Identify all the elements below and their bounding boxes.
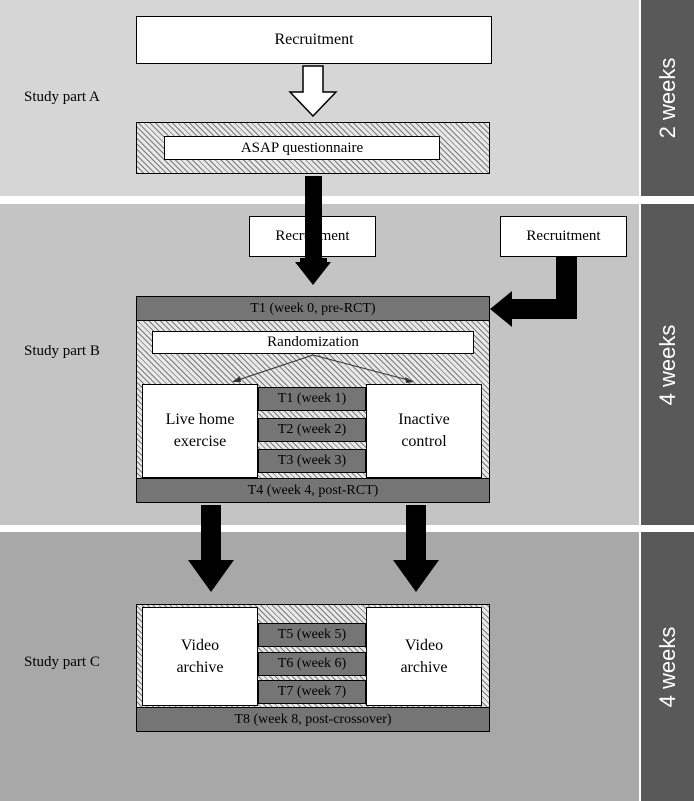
- hollow-arrow-down-icon: [288, 65, 338, 118]
- random-arrowhead-left-icon: [232, 376, 241, 382]
- arm-inactive-control-label: Inactive control: [398, 411, 450, 450]
- recruitment-box-a: Recruitment: [136, 16, 492, 64]
- study-part-c-label: Study part C: [24, 654, 100, 670]
- study-part-b-label: Study part B: [24, 343, 100, 359]
- arrow-stem-questionnaire: [305, 176, 322, 258]
- arrow-stem-left-b-to-c: [201, 505, 221, 560]
- week-bar-c-6: T6 (week 6): [258, 652, 366, 676]
- randomization-box: Randomization: [152, 331, 474, 354]
- arrow-stem-right-b-to-c: [406, 505, 426, 560]
- week-bar-b-2: T2 (week 2): [258, 418, 366, 442]
- t1-pre-rct-bar: T1 (week 0, pre-RCT): [136, 296, 490, 321]
- arm-live-home-exercise-label: Live home exercise: [165, 411, 235, 450]
- week-bar-c-7: T7 (week 7): [258, 680, 366, 704]
- week-bar-c-5: T5 (week 5): [258, 623, 366, 647]
- week-bar-b-3: T3 (week 3): [258, 449, 366, 473]
- study-part-a-label: Study part A: [24, 89, 100, 105]
- t8-post-crossover-bar: T8 (week 8, post-crossover): [136, 707, 490, 732]
- random-arrowhead-right-icon: [405, 377, 414, 383]
- random-arrow-right: [312, 354, 409, 381]
- duration-bar-b: 4 weeks: [641, 204, 694, 525]
- week-bar-b-1: T1 (week 1): [258, 387, 366, 411]
- asap-questionnaire-box: ASAP questionnaire: [164, 136, 440, 160]
- arm-video-archive-left-label: Video archive: [176, 636, 224, 676]
- duration-bar-c: 4 weeks: [641, 532, 694, 801]
- recruitment-box-b-right: Recruitment: [500, 216, 627, 257]
- duration-bar-a: 2 weeks: [641, 0, 694, 196]
- random-arrow-left: [237, 354, 314, 381]
- arrow-down-icon-recruit-b: [295, 258, 331, 285]
- arm-inactive-control: Inactive control: [366, 384, 482, 478]
- big-arrow-down-icon-left: [188, 560, 234, 592]
- arm-video-archive-right-label: Video archive: [400, 636, 448, 676]
- arm-video-archive-left: Video archive: [142, 607, 258, 706]
- arm-live-home-exercise: Live home exercise: [142, 384, 258, 478]
- big-arrow-down-icon-right: [393, 560, 439, 592]
- elbow-arrow-icon: [490, 257, 577, 327]
- arm-video-archive-right: Video archive: [366, 607, 482, 706]
- t4-post-rct-bar: T4 (week 4, post-RCT): [136, 478, 490, 503]
